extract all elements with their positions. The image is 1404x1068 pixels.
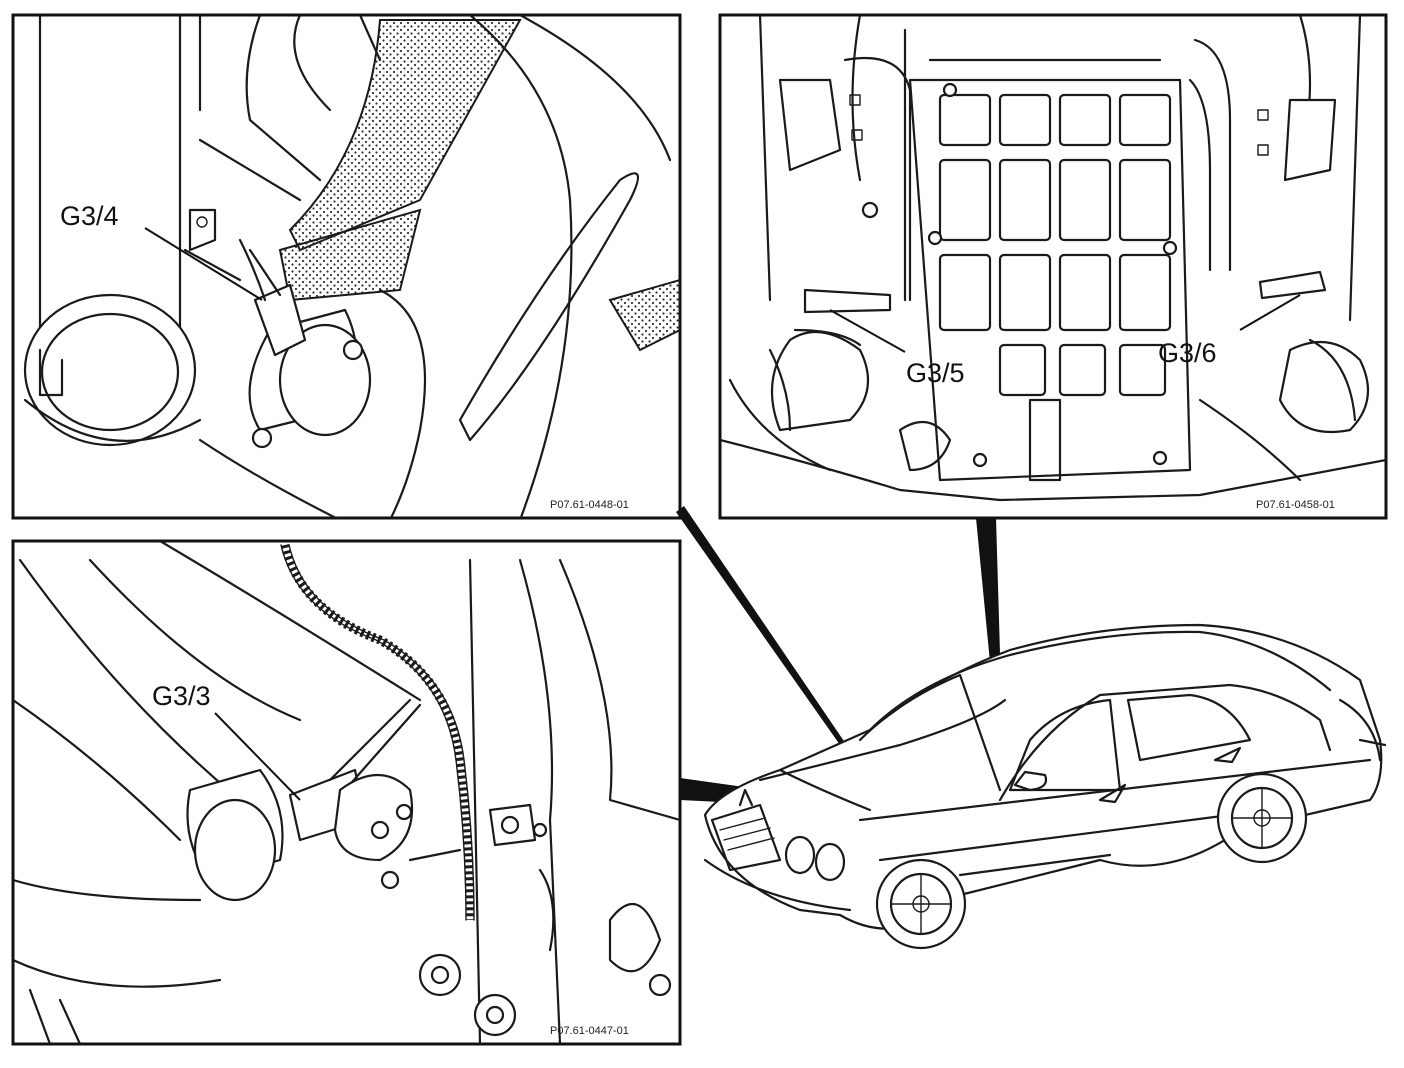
callout-g3-6: G3/6	[1158, 338, 1217, 368]
callout-g3-5: G3/5	[906, 358, 965, 388]
panel-top-right-drawing	[720, 15, 1386, 502]
rear-wheel	[1216, 772, 1308, 864]
callout-g3-4: G3/4	[60, 201, 119, 231]
grid-plate-cells	[938, 93, 1172, 397]
panel-top-left-drawing	[23, 15, 680, 518]
callout-g3-6-leader	[1239, 294, 1301, 331]
callout-g3-4-leader	[144, 227, 263, 301]
panel-top-right: G3/5 G3/6 P07.61-0458-01	[718, 13, 1388, 520]
panel-bottom-left-drawing	[13, 541, 680, 1044]
figure-code-bottom-left: P07.61-0447-01	[550, 1025, 629, 1037]
panel-bottom-left: G3/3 P07.61-0447-01	[11, 539, 682, 1046]
car-overview	[703, 623, 1387, 950]
pointer-top-left	[676, 506, 850, 752]
panel-top-left: G3/4 P07.61-0448-01	[11, 13, 682, 520]
callout-g3-3-leader	[214, 712, 301, 801]
figure-code-top-right: P07.61-0458-01	[1256, 499, 1335, 511]
figure-code-top-left: P07.61-0448-01	[550, 499, 629, 511]
callout-g3-3: G3/3	[152, 681, 211, 711]
front-wheel	[875, 858, 967, 950]
callout-g3-5-leader	[829, 309, 906, 353]
